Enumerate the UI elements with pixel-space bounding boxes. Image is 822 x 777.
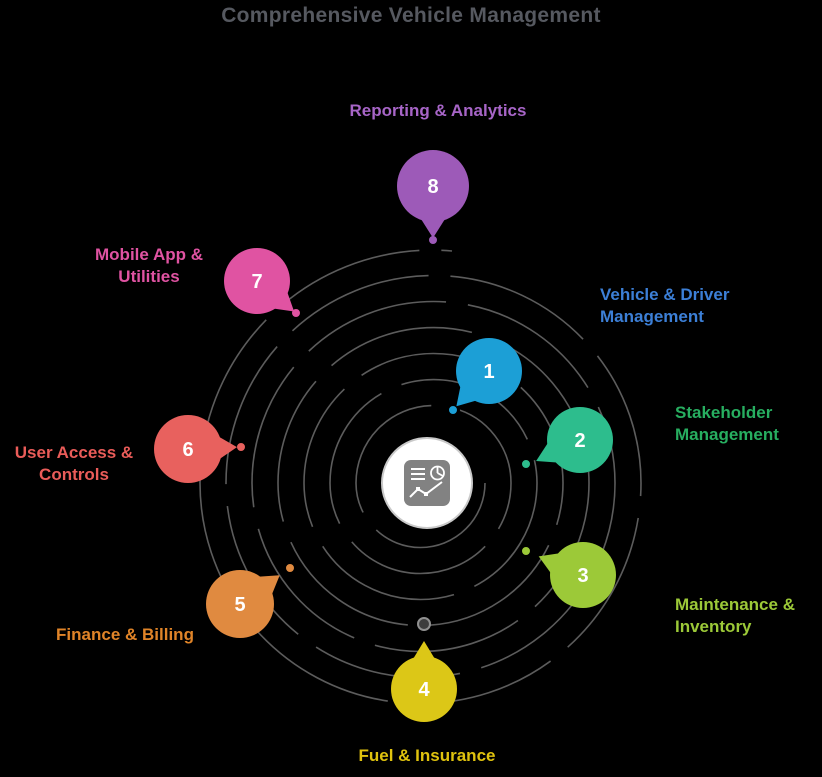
bubble-circle xyxy=(456,338,522,404)
dot-4 xyxy=(417,617,431,631)
bubble-number: 7 xyxy=(251,271,262,293)
bubble-4: 4 xyxy=(391,641,457,722)
label-reporting-analytics: Reporting & Analytics xyxy=(349,101,527,120)
bubble-circle xyxy=(154,415,222,483)
dot-2 xyxy=(519,457,533,471)
label-stakeholder-management: Stakeholder Management xyxy=(675,403,779,444)
label-maintenance-inventory: Maintenance & Inventory xyxy=(675,595,795,636)
dot-6 xyxy=(234,440,248,454)
bubble-circle xyxy=(550,542,616,608)
report-chart-icon xyxy=(404,460,450,506)
bubble-number: 5 xyxy=(234,594,245,616)
bubble-6: 6 xyxy=(154,415,237,483)
dot-3 xyxy=(519,544,533,558)
label-vehicle-driver-management: Vehicle & Driver Management xyxy=(600,285,730,326)
bubble-number: 4 xyxy=(418,679,430,701)
bubble-2: 2 xyxy=(536,407,613,473)
center-hub xyxy=(381,437,473,529)
bubble-circle xyxy=(224,248,290,314)
bubble-circle xyxy=(547,407,613,473)
page-title: Comprehensive Vehicle Management xyxy=(221,4,601,27)
bubble-circle xyxy=(391,656,457,722)
label-finance-billing: Finance & Billing xyxy=(56,625,194,644)
label-user-access-controls: User Access & Controls xyxy=(14,443,134,484)
bubble-circle xyxy=(206,570,274,638)
bubble-number: 2 xyxy=(574,430,585,452)
bubble-number: 6 xyxy=(182,439,193,461)
spiral-path xyxy=(199,249,642,705)
bubble-3: 3 xyxy=(538,542,616,608)
dot-1 xyxy=(446,403,460,417)
label-mobile-app-utilities: Mobile App & Utilities xyxy=(95,245,203,286)
label-fuel-insurance: Fuel & Insurance xyxy=(358,746,496,765)
bubble-number: 8 xyxy=(427,176,438,198)
bubble-8: 8 xyxy=(397,150,469,238)
bubble-5: 5 xyxy=(206,570,280,638)
bubble-number: 1 xyxy=(483,361,494,383)
bubble-number: 3 xyxy=(577,565,588,587)
bubble-1: 1 xyxy=(456,338,522,407)
dot-5 xyxy=(283,561,297,575)
bubble-7: 7 xyxy=(224,248,295,314)
bubble-circle xyxy=(397,150,469,222)
